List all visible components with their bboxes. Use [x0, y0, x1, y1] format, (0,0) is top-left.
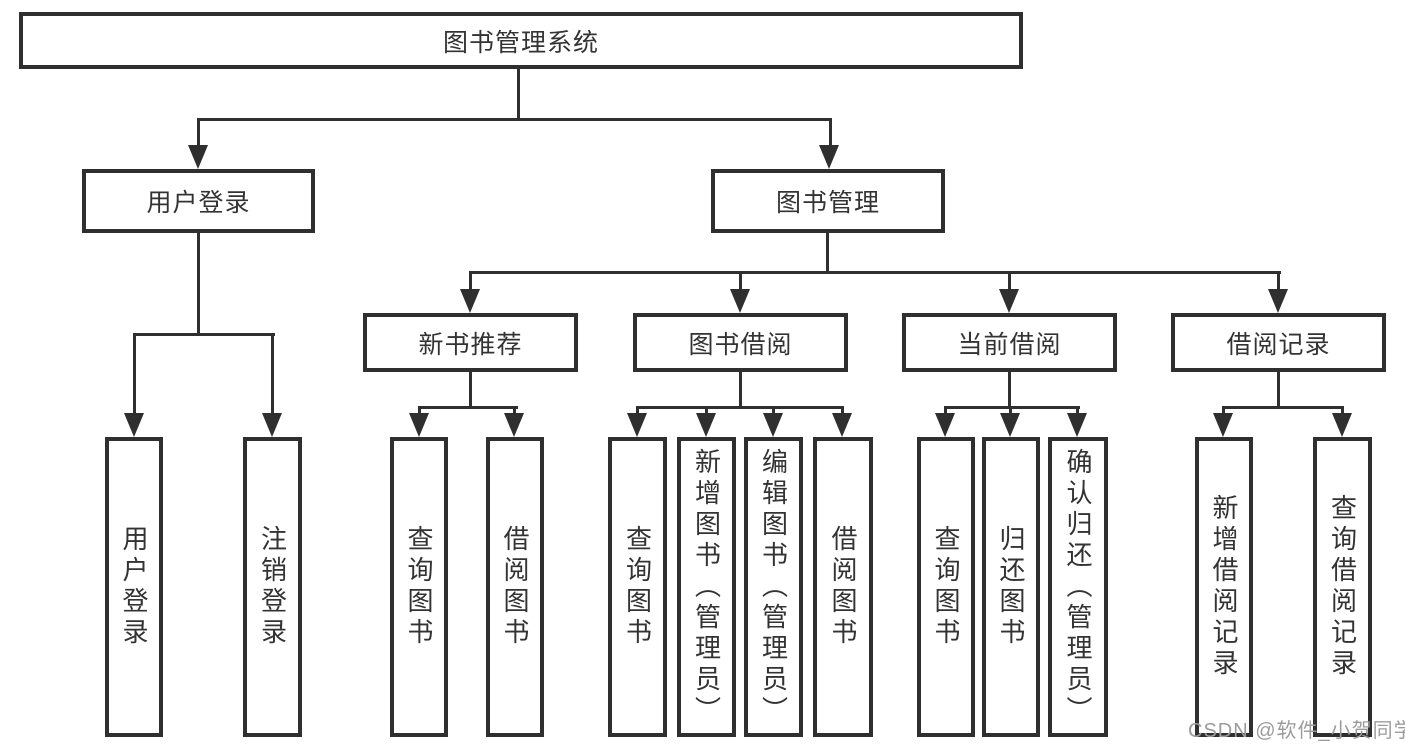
node-label: 新增借阅记录: [1209, 494, 1239, 680]
leaf-query-books-current: 查询图书: [917, 437, 975, 737]
connector-line: [772, 406, 775, 416]
node-label: 新书推荐: [418, 330, 523, 359]
connector-line: [826, 233, 829, 274]
leaf-edit-book-admin: 编辑图书（管理员）: [744, 437, 803, 737]
connector-line: [944, 406, 947, 416]
connector-arrowhead: [124, 413, 144, 437]
connector-line: [513, 406, 516, 416]
connector-arrowhead: [460, 289, 480, 313]
node-current-borrow: 当前借阅: [902, 313, 1117, 372]
connector-line: [197, 118, 200, 148]
connector-line: [739, 372, 742, 409]
node-label: 查询图书: [931, 525, 961, 649]
leaf-confirm-return-admin: 确认归还（管理员）: [1048, 437, 1108, 737]
node-label: 查询图书: [622, 525, 653, 649]
connector-line: [133, 333, 136, 415]
connector-line: [829, 118, 832, 148]
node-label: 归还图书: [996, 525, 1026, 649]
connector-arrowhead: [188, 145, 208, 169]
node-label: 借阅图书: [828, 525, 858, 649]
node-label: 查询借阅记录: [1327, 494, 1358, 680]
node-label: 确认归还（管理员）: [1063, 447, 1093, 727]
connector-arrowhead: [763, 413, 783, 437]
connector-arrowhead: [832, 413, 852, 437]
connector-line: [469, 271, 472, 292]
connector-line: [1222, 406, 1225, 416]
csdn-watermark: CSDN @软件_小贺同学: [1188, 720, 1405, 742]
connector-line: [944, 406, 1080, 409]
connector-line: [418, 406, 518, 409]
node-label: 借阅记录: [1226, 330, 1331, 359]
node-system-root: 图书管理系统: [19, 12, 1023, 69]
node-new-book-recommend: 新书推荐: [363, 313, 578, 372]
connector-arrowhead: [1332, 413, 1352, 437]
node-label: 查询图书: [404, 525, 434, 649]
connector-line: [1009, 406, 1012, 416]
connector-arrowhead: [1268, 289, 1288, 313]
connector-arrowhead: [935, 413, 955, 437]
connector-line: [636, 406, 844, 409]
leaf-borrow-books: 借阅图书: [813, 437, 873, 737]
node-label: 图书管理: [775, 189, 880, 217]
leaf-return-book: 归还图书: [982, 437, 1040, 737]
node-label: 新增图书（管理员）: [691, 447, 722, 727]
connector-line: [1277, 372, 1280, 409]
connector-line: [517, 69, 520, 121]
node-borrow-records: 借阅记录: [1171, 313, 1386, 372]
leaf-logout: 注销登录: [243, 437, 302, 737]
node-label: 当前借阅: [957, 330, 1062, 359]
connector-arrowhead: [1000, 413, 1020, 437]
leaf-query-books-borrow: 查询图书: [608, 437, 667, 737]
connector-line: [469, 271, 1281, 274]
connector-line: [1341, 406, 1344, 416]
connector-arrowhead: [1067, 413, 1087, 437]
connector-arrowhead: [262, 413, 282, 437]
connector-arrowhead: [409, 413, 429, 437]
leaf-borrow-books-recommend: 借阅图书: [486, 437, 544, 737]
node-label: 编辑图书（管理员）: [758, 447, 789, 727]
node-label: 图书管理系统: [442, 28, 599, 57]
connector-line: [271, 333, 274, 415]
connector-arrowhead: [999, 289, 1019, 313]
leaf-add-book-admin: 新增图书（管理员）: [677, 437, 736, 737]
leaf-query-borrow-record: 查询借阅记录: [1313, 437, 1372, 737]
node-label: 用户登录: [119, 525, 149, 649]
connector-line: [1222, 406, 1344, 409]
connector-line: [469, 372, 472, 409]
connector-arrowhead: [627, 413, 647, 437]
connector-line: [197, 233, 200, 336]
node-label: 用户登录: [146, 189, 251, 217]
connector-line: [841, 406, 844, 416]
connector-line: [636, 406, 639, 416]
node-label: 借阅图书: [500, 525, 530, 649]
connector-line: [1008, 372, 1011, 409]
leaf-query-books-recommend: 查询图书: [390, 437, 448, 737]
node-book-management: 图书管理: [711, 169, 945, 233]
node-label: 图书借阅: [688, 330, 793, 359]
node-label: 注销登录: [257, 525, 288, 649]
connector-line: [197, 118, 832, 121]
connector-line: [1277, 271, 1280, 292]
connector-line: [418, 406, 421, 416]
node-user-login: 用户登录: [82, 169, 315, 233]
connector-line: [1008, 271, 1011, 292]
connector-line: [1076, 406, 1079, 416]
connector-line: [705, 406, 708, 416]
connector-arrowhead: [730, 289, 750, 313]
connector-arrowhead: [696, 413, 716, 437]
connector-arrowhead: [819, 145, 839, 169]
leaf-add-borrow-record: 新增借阅记录: [1195, 437, 1253, 737]
leaf-user-login: 用户登录: [105, 437, 163, 737]
node-book-borrow: 图书借阅: [633, 313, 848, 372]
connector-arrowhead: [504, 413, 524, 437]
connector-arrowhead: [1213, 413, 1233, 437]
connector-line: [739, 271, 742, 292]
connector-line: [133, 333, 275, 336]
